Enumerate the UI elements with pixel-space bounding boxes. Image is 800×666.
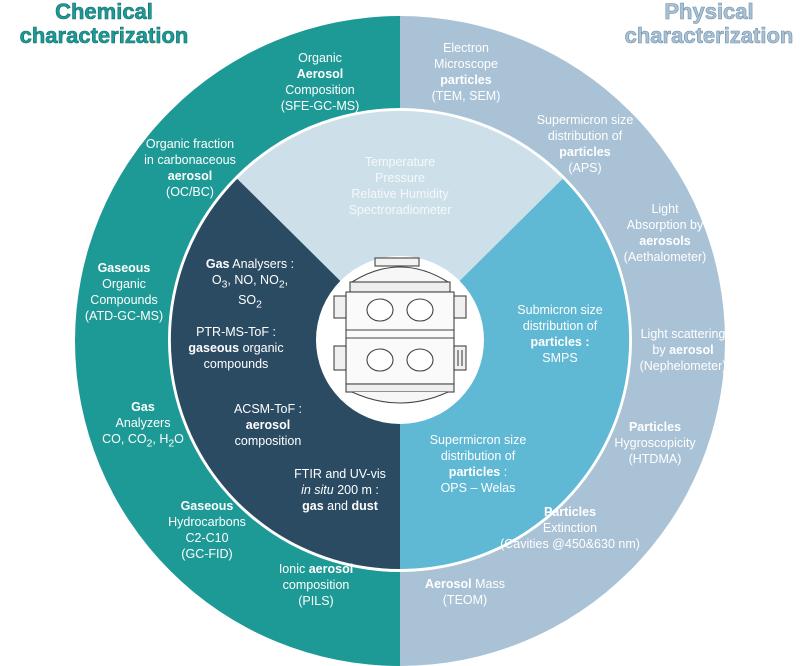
- ptr-ms-tof: PTR-MS-ToF : gaseous organic compounds: [188, 325, 284, 371]
- gaseous-hydrocarbons: Gaseous Hydrocarbons C2-C10 (GC-FID): [168, 499, 246, 561]
- aerosol-mass: Aerosol Mass (TEOM): [425, 577, 505, 607]
- particles-extinction: Particles Extinction (Cavities @450&630 …: [500, 505, 640, 551]
- gas-analyzers: Gas Analyzers CO, CO2, H2O: [102, 400, 184, 450]
- acsm-tof: ACSM-ToF : aerosol composition: [233, 402, 303, 448]
- simulation-chamber-icon: [333, 257, 467, 404]
- organic-fraction-carbonaceous: Organic fraction in carbonaceous aerosol…: [144, 137, 236, 199]
- environment-inner-segment: [237, 110, 563, 340]
- supermicron-size-distribution-aps: Supermicron size distribution of particl…: [536, 113, 634, 175]
- light-absorption: Light Absorption by aerosols (Aethalomet…: [623, 202, 707, 264]
- supermicron-size-distribution-ops: Supermicron size distribution of particl…: [429, 433, 527, 495]
- physical-inner-segment: [400, 178, 630, 570]
- ionic-aerosol-composition: Ionic aerosol composition (PILS): [278, 562, 354, 608]
- light-scattering: Light scattering by aerosol (Nephelomete…: [639, 327, 727, 373]
- submicron-size-distribution: Submicron size distribution of particles…: [517, 303, 603, 365]
- environment-parameters: Temperature Pressure Relative Humidity S…: [348, 155, 452, 217]
- particles-hygroscopicity: Particles Hygroscopicity (HTDMA): [614, 420, 696, 466]
- gas-analysers-inner: Gas Analysers : O3, NO, NO2, SO2: [205, 257, 295, 311]
- electron-microscope: Electron Microscope particles (TEM, SEM): [431, 41, 501, 103]
- ftir-uv-vis: FTIR and UV-vis in situ 200 m : gas and …: [294, 467, 386, 513]
- chemical-characterization-title: Chemical characterization: [19, 0, 189, 48]
- gaseous-organic-compounds: Gaseous Organic Compounds (ATD-GC-MS): [84, 261, 164, 323]
- organic-aerosol-composition: Organic Aerosol Composition (SFE-GC-MS): [280, 51, 360, 113]
- physical-characterization-title: Physical characterization: [624, 0, 794, 48]
- chemical-inner-segment: [170, 178, 400, 570]
